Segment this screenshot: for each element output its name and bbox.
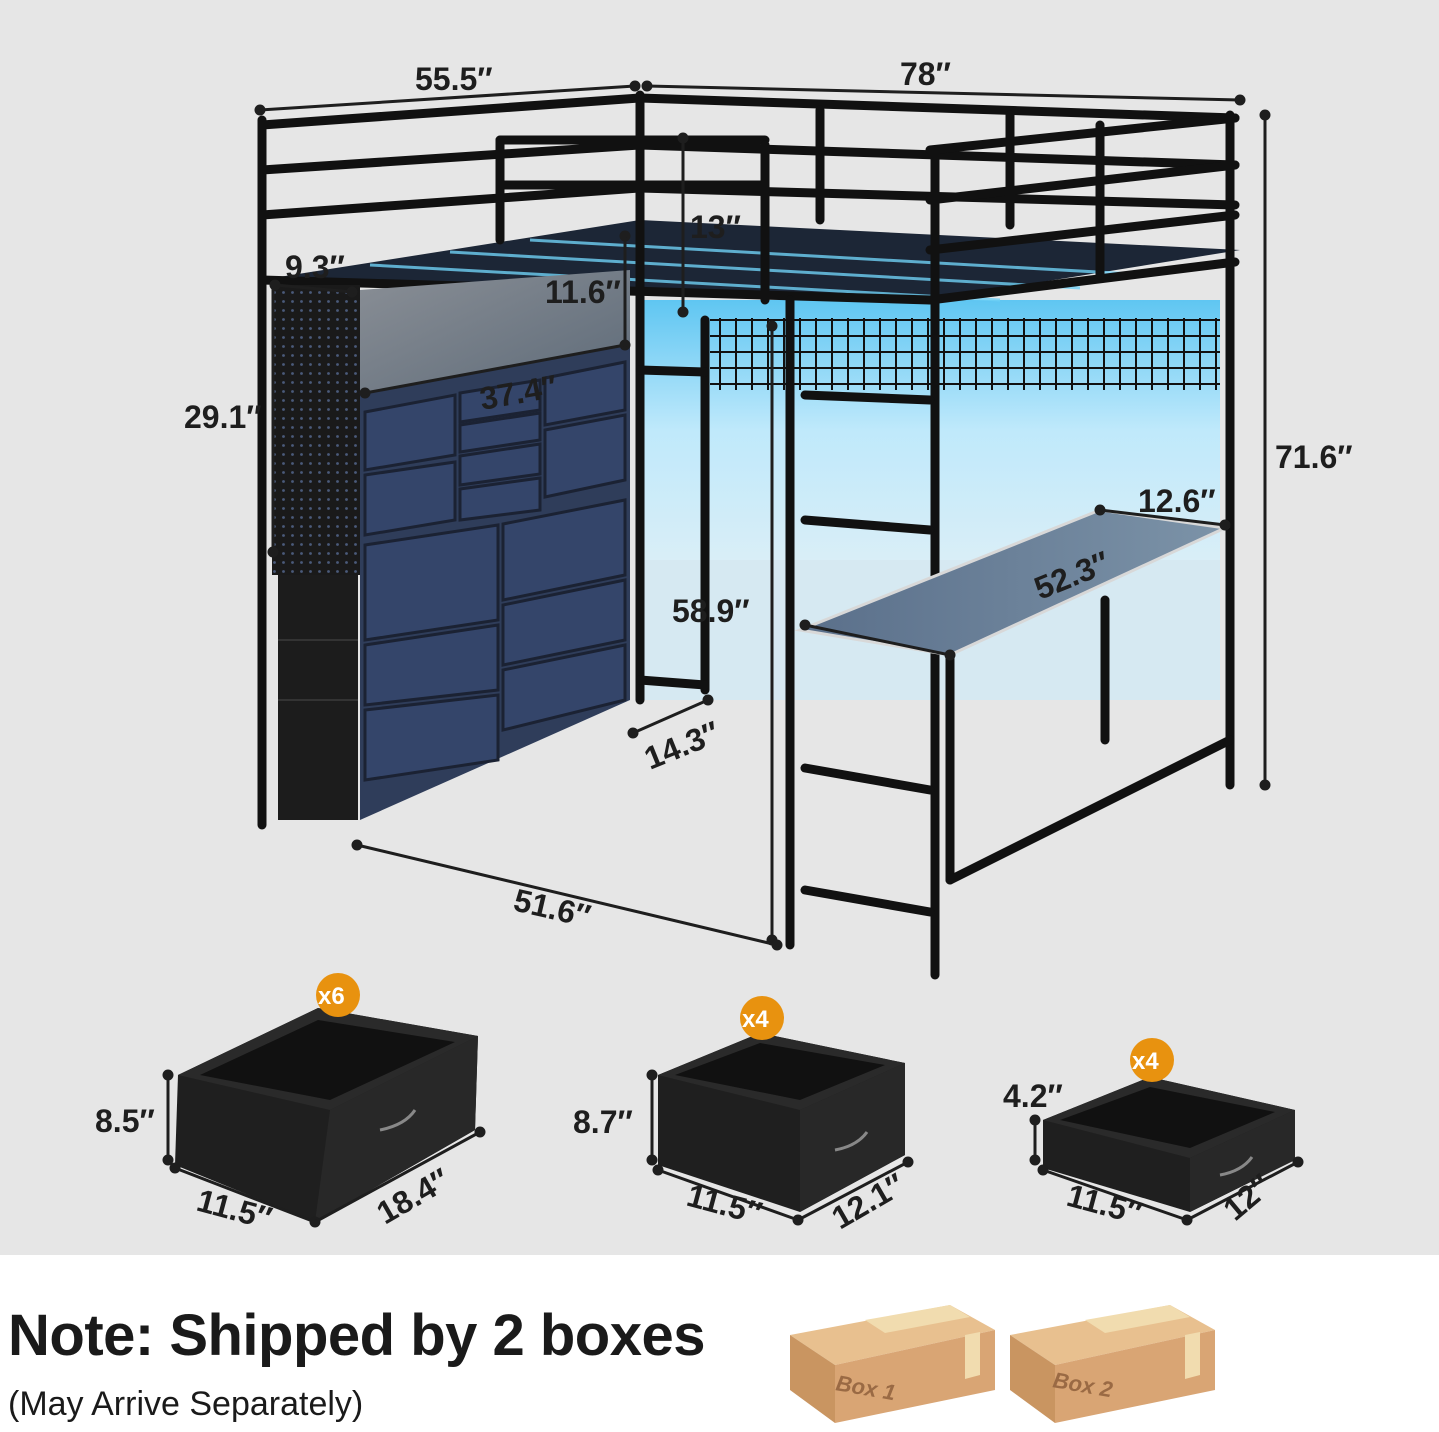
dim-dresser-length-label: 51.6″ xyxy=(510,882,594,935)
dimension-lines xyxy=(254,80,1271,951)
drawer-height-label: 8.7″ xyxy=(573,1104,633,1140)
shipping-boxes: Box 1 Box 2 xyxy=(790,1305,1215,1423)
bed-frame xyxy=(257,90,1240,980)
dim-shelf-height-label: 11.6″ xyxy=(545,274,621,310)
shipping-note-subtitle: (May Arrive Separately) xyxy=(8,1385,364,1423)
wire-grid-panel xyxy=(710,318,1220,390)
drawer-count-badge: x6 xyxy=(318,983,345,1010)
dim-length-label: 78″ xyxy=(900,56,951,92)
product-diagram: 55.5″ 78″ 71.6″ 13″ 9.3″ 11.6″ 37.4″ 29.… xyxy=(0,0,1439,1255)
dim-shelf-depth-label: 9.3″ xyxy=(285,249,345,285)
dim-guardrail-label: 13″ xyxy=(690,209,741,245)
dim-width-label: 55.5″ xyxy=(415,61,493,97)
dresser-drawers xyxy=(363,360,627,782)
drawer-large: x6 8.5″ 11.5″ 18.4″ xyxy=(95,973,486,1236)
loft-bed-illustration: 55.5″ 78″ 71.6″ 13″ 9.3″ 11.6″ 37.4″ 29.… xyxy=(95,56,1353,1236)
drawer-count-badge: x4 xyxy=(742,1006,769,1033)
drawer-count-badge: x4 xyxy=(1132,1048,1159,1075)
top-shelf xyxy=(360,270,630,395)
drawer-height-label: 4.2″ xyxy=(1003,1078,1063,1114)
dim-clearance-label: 58.9″ xyxy=(672,593,750,629)
shipping-note-title: Note: Shipped by 2 boxes xyxy=(8,1303,706,1368)
pegboard xyxy=(272,285,360,575)
dim-pegboard-label: 29.1″ xyxy=(184,399,262,435)
box-1-icon: Box 1 xyxy=(790,1305,995,1423)
drawer-medium: x4 8.7″ 11.5″ 12.1″ xyxy=(573,996,914,1236)
drawer-small: x4 4.2″ 11.5″ 12″ xyxy=(1003,1038,1304,1231)
dim-total-height-label: 71.6″ xyxy=(1275,439,1353,475)
box-2-icon: Box 2 xyxy=(1010,1305,1215,1423)
side-storage-pocket xyxy=(278,575,358,820)
drawer-height-label: 8.5″ xyxy=(95,1103,155,1139)
dim-desk-depth-label: 12.6″ xyxy=(1138,483,1216,519)
